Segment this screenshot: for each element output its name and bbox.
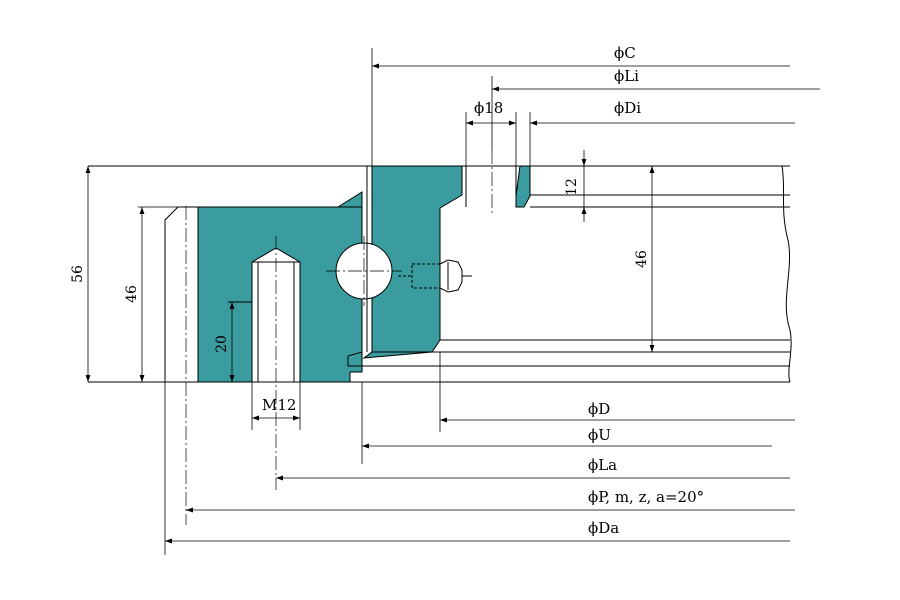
grease-nipple [398,259,472,293]
dim-Di-label: ϕDi [614,99,641,117]
dim-46-left-label: 46 [124,285,140,303]
ring-outline-lines [88,165,792,383]
dim-Li-label: ϕLi [614,67,639,85]
dim-La-label: ϕLa [588,456,617,474]
dim-depth-20: 20 [214,302,235,382]
dim-La: ϕLa [276,456,790,481]
dim-Li: ϕLi [491,67,820,150]
dim-M12: M12 [251,382,301,430]
dim-12-label: 12 [564,178,580,196]
dim-P-label: ϕP, m, z, a=20° [588,488,704,506]
dim-56-label: 56 [70,265,86,283]
dim-U-label: ϕU [588,426,611,444]
dim-D-label: ϕD [588,400,610,418]
ball-raceway [326,236,402,306]
dim-46-right-label: 46 [634,250,650,268]
dim-P: ϕP, m, z, a=20° [186,488,795,513]
dim-Da: ϕDa [165,519,790,544]
dim-M12-label: M12 [262,396,296,414]
dim-height-12: 12 [564,150,587,222]
dim-Di: ϕDi [529,99,795,166]
dim-height-46-right: 46 [634,166,655,352]
dim-Da-label: ϕDa [588,519,619,537]
dim-18: ϕ18 [465,99,517,166]
dim-D: ϕD [439,352,795,432]
inner-bolt-hole [465,150,531,214]
dim-C: ϕC [371,44,790,166]
dim-C-label: ϕC [614,44,636,62]
dim-height-56: 56 [70,166,91,382]
dim-18-label: ϕ18 [474,99,503,117]
dim-U: ϕU [361,382,772,464]
inner-ring-section [362,165,463,359]
dim-height-46-left: 46 [124,206,198,382]
dim-20-label: 20 [214,335,230,353]
